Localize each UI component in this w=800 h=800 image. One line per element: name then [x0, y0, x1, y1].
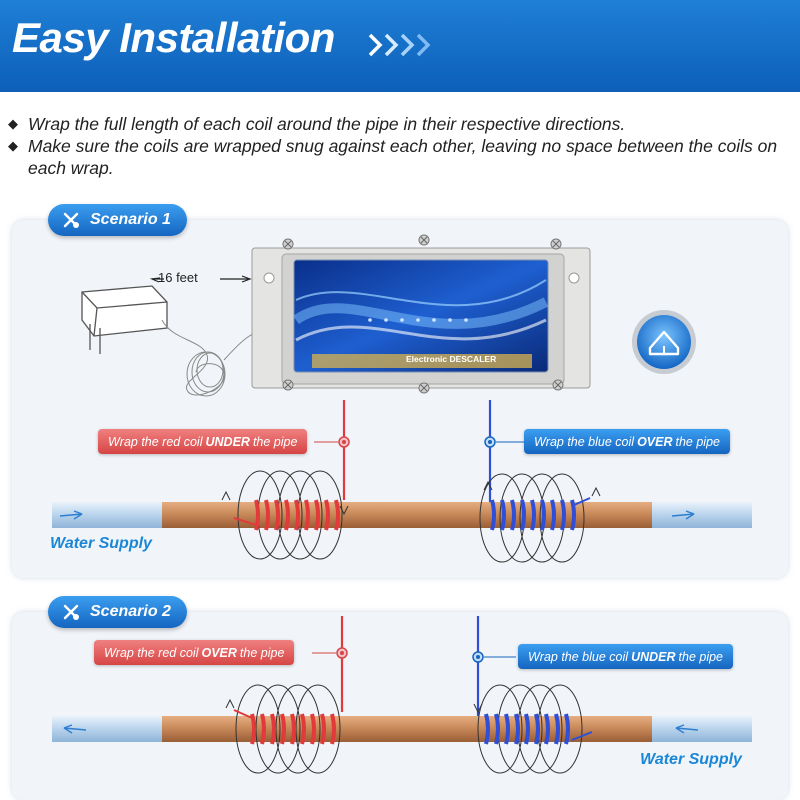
red-coil-under [221, 470, 349, 560]
blue-label-pre: Wrap the blue coil [534, 434, 635, 449]
wrench-screwdriver-icon [63, 212, 79, 228]
red-label-emphasis: OVER [201, 645, 237, 660]
scenario-2-panel: Wrap the red coil OVER the pipe Wrap the… [12, 612, 788, 800]
blue-label-pre: Wrap the blue coil [528, 649, 629, 664]
indicator-leds [368, 318, 468, 322]
red-label-post: the pipe [252, 434, 298, 449]
descaler-device [251, 234, 591, 394]
scenario-2-illustration [52, 616, 752, 774]
scenario-1-illustration [52, 234, 752, 563]
diamond-bullet-icon: ◆ [8, 138, 18, 153]
scenario-1-title: Scenario 1 [48, 204, 187, 236]
scenario-1-title-text: Scenario 1 [90, 211, 171, 228]
red-coil-instruction: Wrap the red coil UNDER the pipe [98, 429, 308, 454]
red-coil-instruction: Wrap the red coil OVER the pipe [94, 640, 295, 665]
wrench-screwdriver-icon [63, 604, 79, 620]
blue-label-emphasis: UNDER [631, 649, 676, 664]
water-supply-label: Water Supply [640, 751, 742, 768]
instruction-item: ◆ Make sure the coils are wrapped snug a… [8, 135, 798, 179]
blue-coil-instruction: Wrap the blue coil OVER the pipe [524, 429, 730, 454]
red-label-pre: Wrap the red coil [108, 434, 203, 449]
red-label-emphasis: UNDER [205, 434, 250, 449]
blue-coil-under [473, 684, 593, 774]
blue-label-emphasis: OVER [637, 434, 673, 449]
red-label-post: the pipe [239, 645, 285, 660]
scenario-1-panel: 16 feet Electronic DESCALER Wrap the red… [12, 220, 788, 578]
instruction-text: Make sure the coils are wrapped snug aga… [28, 136, 778, 178]
instructions-list: ◆ Wrap the full length of each coil arou… [8, 113, 798, 179]
power-adapter-icon [81, 285, 168, 354]
home-icon [632, 310, 696, 374]
blue-label-post: the pipe [675, 434, 720, 449]
diamond-bullet-icon: ◆ [8, 116, 18, 131]
instruction-item: ◆ Wrap the full length of each coil arou… [8, 113, 798, 135]
instruction-text: Wrap the full length of each coil around… [28, 114, 626, 134]
scenario-2-title: Scenario 2 [48, 596, 187, 628]
water-supply-label: Water Supply [50, 535, 152, 552]
device-brand-label: Electronic DESCALER [406, 354, 497, 364]
cable-length-arrow [149, 275, 252, 283]
red-coil-over [225, 684, 341, 774]
red-label-pre: Wrap the red coil [104, 645, 199, 660]
scenario-2-title-text: Scenario 2 [90, 603, 171, 620]
blue-coil-over [479, 473, 601, 563]
pipe [52, 716, 752, 742]
header-banner: Easy Installation [0, 0, 800, 92]
blue-coil-instruction: Wrap the blue coil UNDER the pipe [518, 644, 733, 669]
page-title: Easy Installation [12, 14, 335, 61]
chevrons-right-icon [368, 33, 431, 57]
blue-label-post: the pipe [678, 649, 723, 664]
cable-length-label: 16 feet [158, 270, 198, 285]
pipe [52, 502, 752, 528]
